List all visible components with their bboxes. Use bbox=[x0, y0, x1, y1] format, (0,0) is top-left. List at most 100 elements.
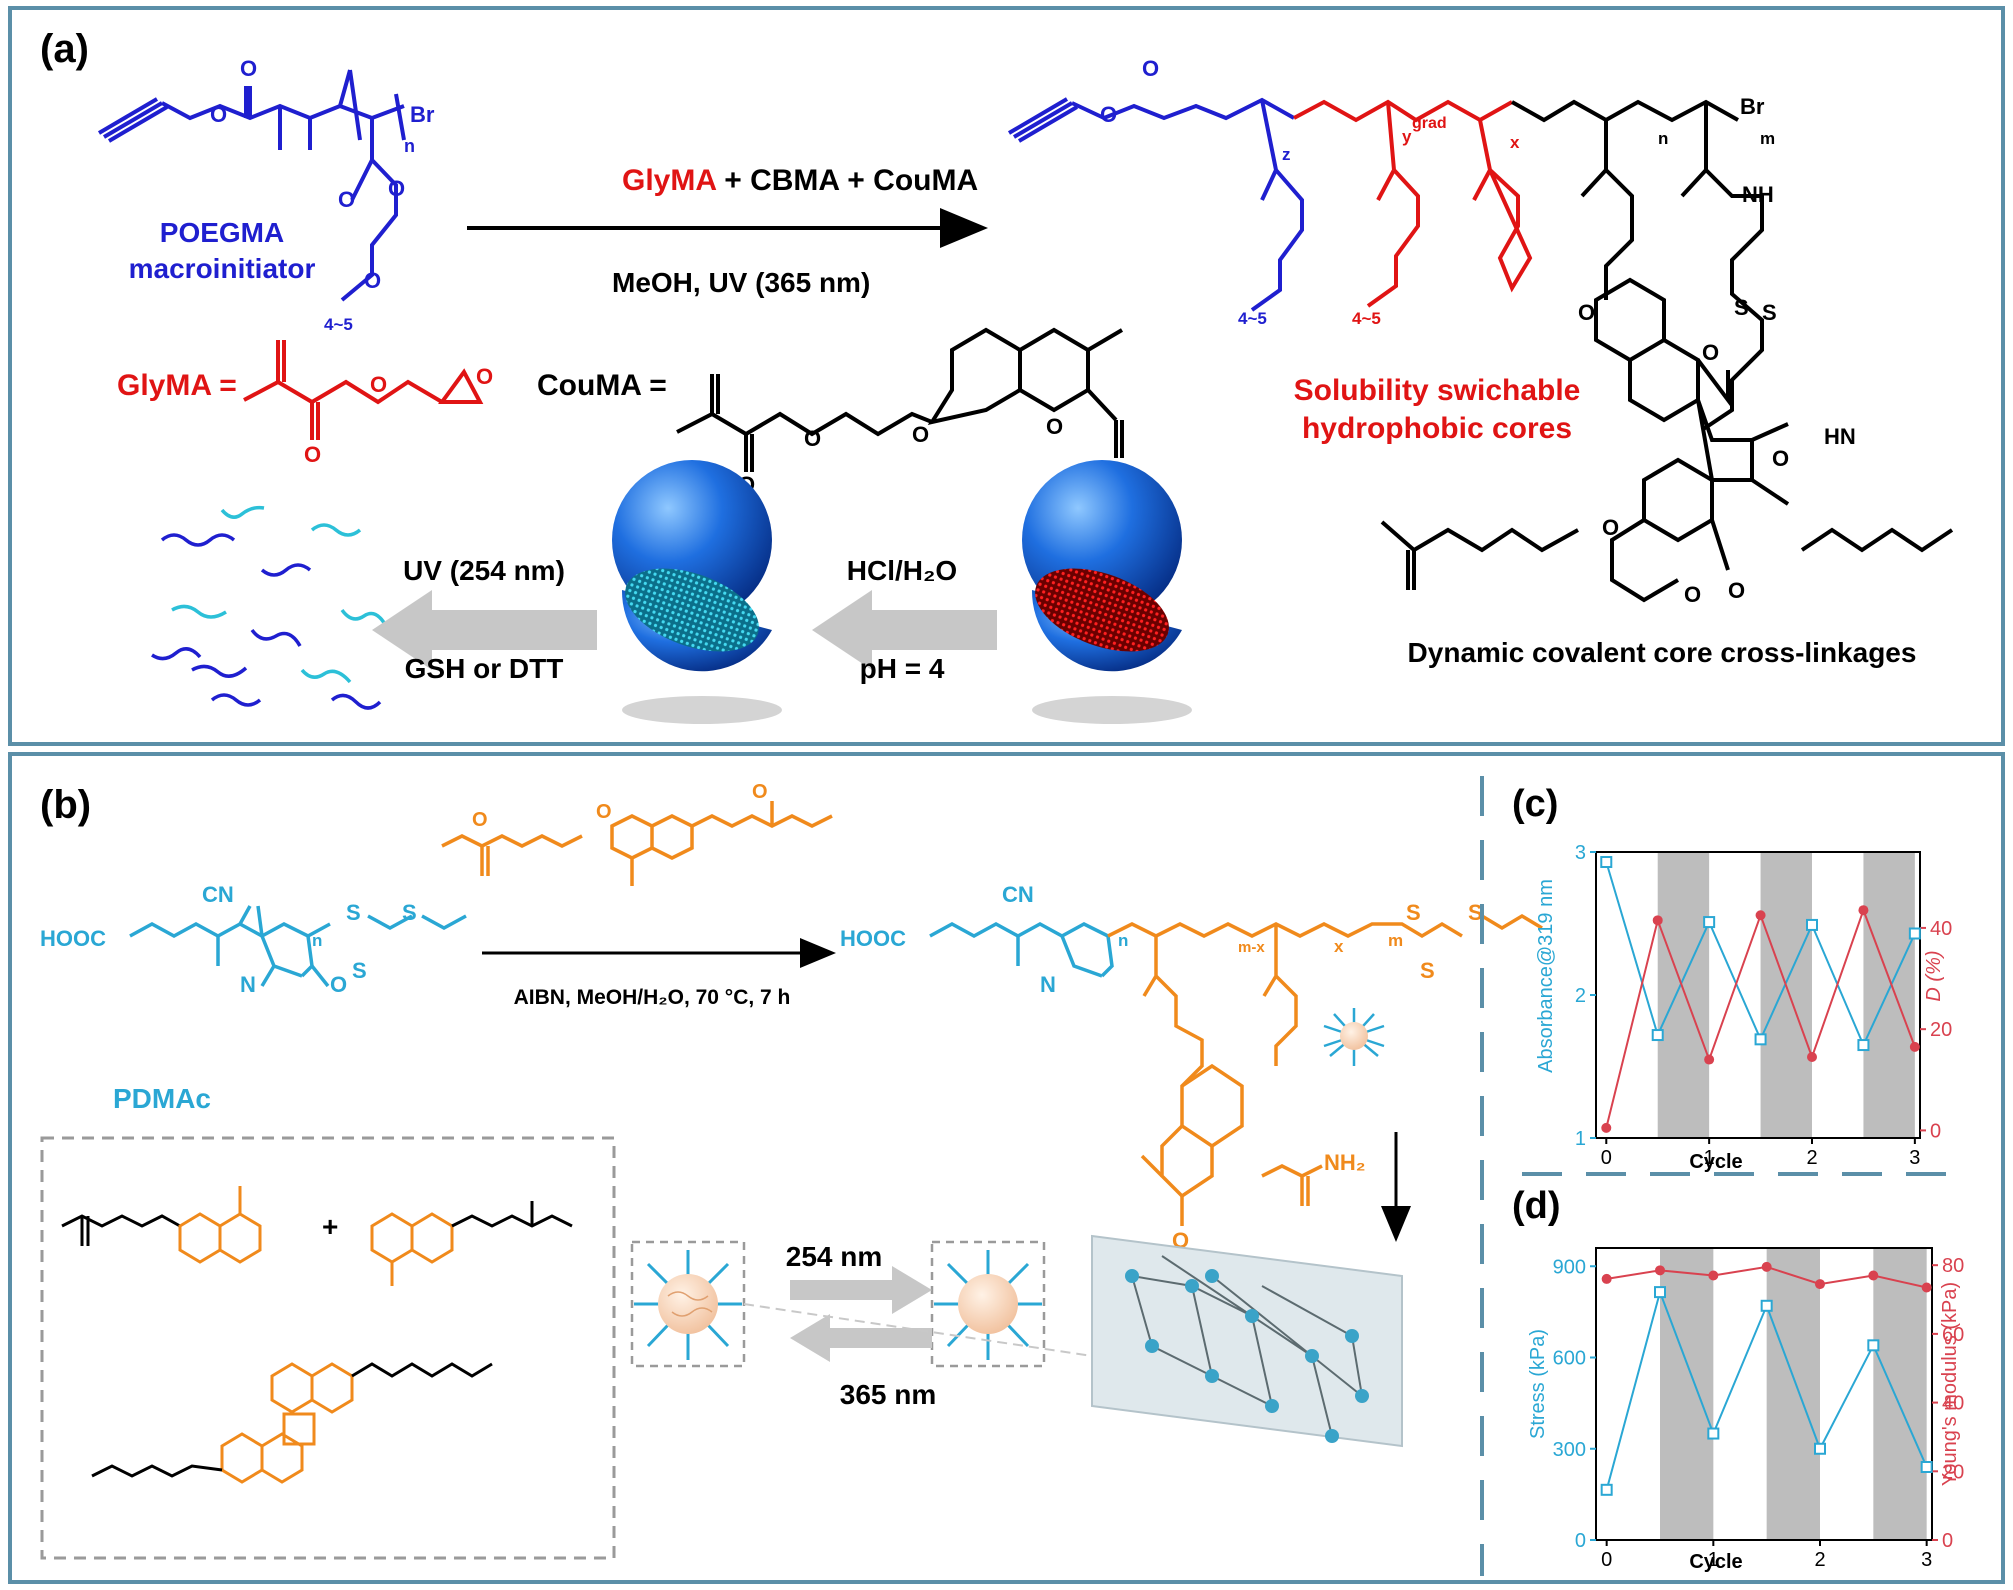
poegma-label-line2: macroinitiator bbox=[129, 253, 316, 284]
dimer-o5: O bbox=[1684, 582, 1701, 607]
product-hn: HN bbox=[1824, 424, 1856, 449]
hydrolysis-arrow bbox=[812, 590, 997, 670]
chart-c-xtick-label-2: 2 bbox=[1806, 1147, 1817, 1169]
chart-c-point-0-5 bbox=[1857, 1039, 1870, 1052]
micelle-small bbox=[1323, 1008, 1385, 1066]
product-sub-m: m bbox=[1388, 931, 1403, 950]
pdmac-s1: S bbox=[346, 900, 361, 925]
poegma-structure bbox=[97, 69, 406, 302]
pdmac-hooc: HOOC bbox=[40, 926, 106, 951]
poegma-n: n bbox=[404, 136, 415, 156]
poegma-ether-o: O bbox=[364, 268, 381, 293]
chart-d-point-0-2 bbox=[1707, 1427, 1720, 1440]
product-sub-y: y bbox=[1402, 127, 1412, 146]
dimer-o3: O bbox=[1772, 446, 1789, 471]
chart-d-shaded-band-1 bbox=[1766, 1248, 1820, 1540]
chart-d-ytick-right-label-4: 80 bbox=[1942, 1255, 1964, 1277]
panel-a-scheme: (a) O O O O O Br n 4~5 POEGMA macroiniti… bbox=[40, 27, 1954, 724]
acrylamide-nh2: NH₂ bbox=[1324, 1150, 1366, 1175]
monomer-o1: O bbox=[472, 809, 488, 831]
chart-c-point-1-6 bbox=[1909, 1041, 1920, 1052]
uv365-arrow bbox=[790, 1314, 932, 1362]
poegma-ester-o: O bbox=[210, 102, 227, 127]
product-pdmac-block bbox=[929, 922, 1114, 978]
product-nitrogen: N bbox=[1040, 972, 1056, 997]
chart-c-point-0-6 bbox=[1908, 927, 1921, 940]
cyclobutane-dimer bbox=[220, 1362, 354, 1484]
chart-d-point-0-3 bbox=[1760, 1299, 1773, 1312]
pdmac-cn: CN bbox=[202, 882, 234, 907]
chart-c-shaded-band-2 bbox=[1863, 852, 1915, 1138]
chart-d-point-0-6 bbox=[1920, 1461, 1933, 1473]
free-polymer-chains bbox=[151, 505, 388, 710]
chart-c-ytick-left-label-2: 3 bbox=[1575, 842, 1586, 864]
pdmac-nitrogen: N bbox=[240, 972, 256, 997]
pdmac-structure bbox=[129, 905, 331, 988]
coumarin-ring-left bbox=[178, 1186, 262, 1264]
chart-c-xlabel: Cycle bbox=[1689, 1151, 1742, 1173]
chart-c-point-1-5 bbox=[1858, 905, 1869, 916]
product-sub-m: m bbox=[1760, 129, 1775, 148]
couma-o3: O bbox=[912, 422, 929, 447]
product-sub-n: n bbox=[1658, 129, 1668, 148]
product-br: Br bbox=[1740, 94, 1765, 119]
chart-c-point-0-2 bbox=[1703, 916, 1716, 929]
product-nh: NH bbox=[1742, 182, 1774, 207]
chart-c-point-1-0 bbox=[1601, 1122, 1612, 1133]
hydrogel-network bbox=[1091, 1234, 1403, 1448]
chart-d-ylabel-right: Young's modulus (kPa) bbox=[1939, 1282, 1961, 1486]
dimerization-box bbox=[40, 1136, 616, 1560]
chart-c-point-0-0 bbox=[1600, 856, 1613, 869]
chart-c-ytick-right-label-2: 40 bbox=[1930, 918, 1952, 940]
chart-d-label: (d) bbox=[1512, 1185, 1561, 1227]
chart-d-ytick-left-label-3: 900 bbox=[1553, 1256, 1586, 1278]
chart-d-shaded-band-2 bbox=[1873, 1248, 1927, 1540]
chart-d-point-1-2 bbox=[1708, 1270, 1719, 1281]
product-sub-grad: grad bbox=[1412, 115, 1447, 132]
chart-c-xtick-label-0: 0 bbox=[1601, 1147, 1612, 1169]
chart-d-ytick-left-label-0: 0 bbox=[1575, 1530, 1586, 1552]
chart-c-ylabel-right: D (%) bbox=[1923, 950, 1945, 1001]
product-carbonyl-o: O bbox=[1142, 56, 1159, 81]
pdmac-trithiocarbonate bbox=[367, 914, 467, 930]
chart-c-point-1-1 bbox=[1652, 915, 1663, 926]
step1-top: HCl/H₂O bbox=[847, 555, 957, 586]
chart-d-point-1-1 bbox=[1655, 1265, 1665, 1276]
disassembly-arrow bbox=[372, 590, 597, 670]
chart-d-point-0-0 bbox=[1600, 1483, 1613, 1496]
raft-conditions: AIBN, MeOH/H₂O, 70 °C, 7 h bbox=[514, 986, 791, 1009]
plus-sign: + bbox=[322, 1211, 338, 1242]
chart-c-ytick-left-label-1: 2 bbox=[1575, 985, 1586, 1007]
chart-c-point-1-2 bbox=[1704, 1054, 1715, 1065]
chart-c-xtick-label-1: 1 bbox=[1704, 1147, 1715, 1169]
micelle-uncrosslinked-core bbox=[934, 1250, 1042, 1360]
dimer-o6: O bbox=[1602, 515, 1619, 540]
chart-d-point-1-4 bbox=[1815, 1279, 1825, 1290]
panel-b: (b) HOOC CN n S S S N O PDMAc O O O AIBN… bbox=[8, 752, 2005, 1584]
chart-d-point-1-3 bbox=[1761, 1261, 1772, 1272]
solubility-label-line1: Solubility swichable bbox=[1294, 374, 1581, 407]
product-sub-z: z bbox=[1282, 145, 1291, 164]
dimer-o1: O bbox=[1578, 300, 1595, 325]
chart-c-shaded-band-0 bbox=[1657, 852, 1710, 1138]
chart-c-xtick-label-3: 3 bbox=[1909, 1147, 1920, 1169]
product-sub-x: x bbox=[1334, 937, 1344, 956]
dimer-o2: O bbox=[1702, 340, 1719, 365]
panel-b-label: (b) bbox=[40, 783, 91, 827]
chart-c-point-1-3 bbox=[1755, 910, 1766, 921]
chart-d-point-0-1 bbox=[1654, 1286, 1666, 1299]
wave-365-label: 365 nm bbox=[840, 1379, 937, 1410]
product-s1: S bbox=[1734, 295, 1749, 320]
chart-d-point-1-6 bbox=[1921, 1282, 1932, 1293]
product-sub-x: x bbox=[1510, 133, 1520, 152]
monomer-o2: O bbox=[596, 801, 612, 823]
chart-d-point-1-0 bbox=[1601, 1273, 1612, 1284]
product-s2: S bbox=[1762, 300, 1777, 325]
product-orange-block bbox=[1107, 921, 1463, 1226]
product-s1: S bbox=[1406, 900, 1421, 925]
chart-d-ytick-right-label-0: 0 bbox=[1942, 1530, 1953, 1552]
zoom-line bbox=[743, 1303, 1093, 1357]
chart-c-shaded-band-1 bbox=[1760, 852, 1812, 1138]
chart-d-xtick-label-0: 0 bbox=[1601, 1549, 1612, 1571]
